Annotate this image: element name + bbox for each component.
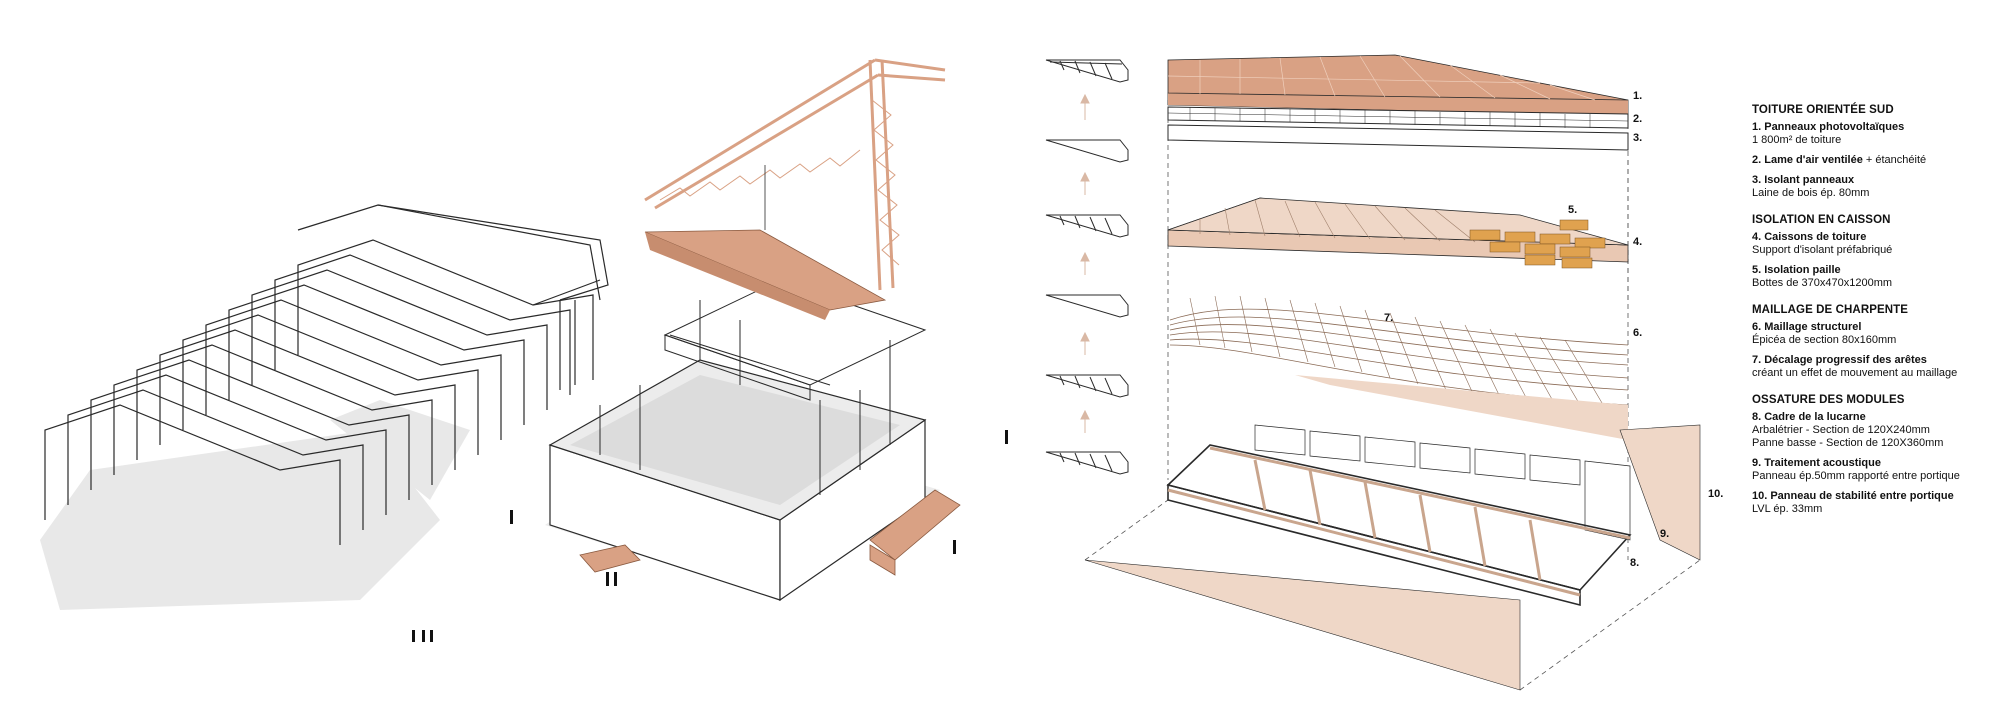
legend-item-8: 8. Cadre de la lucarne Arbalétrier - Sec… bbox=[1752, 411, 1992, 450]
section-title: MAILLAGE DE CHARPENTE bbox=[1752, 304, 1909, 316]
legend: TOITURE ORIENTÉE SUD 1. Panneaux photovo… bbox=[1752, 104, 1992, 530]
item-title: 7. Décalage progressif des arêtes bbox=[1752, 354, 1927, 366]
legend-section-maillage: MAILLAGE DE CHARPENTE 6. Maillage struct… bbox=[1752, 304, 1992, 380]
callout-9: 9. bbox=[1660, 528, 1669, 540]
section-title: OSSATURE DES MODULES bbox=[1752, 394, 1905, 406]
item-title-extra: + étanchéité bbox=[1862, 154, 1927, 166]
item-title: 10. Panneau de stabilité entre portique bbox=[1752, 490, 1954, 502]
exploded-roof bbox=[1084, 54, 1701, 691]
item-title: 8. Cadre de la lucarne bbox=[1752, 411, 1866, 423]
legend-item-10: 10. Panneau de stabilité entre portique … bbox=[1752, 490, 1992, 516]
callout-4: 4. bbox=[1633, 236, 1642, 248]
legend-section-toiture: TOITURE ORIENTÉE SUD 1. Panneaux photovo… bbox=[1752, 104, 1992, 200]
legend-item-3: 3. Isolant panneaux Laine de bois ép. 80… bbox=[1752, 174, 1992, 200]
callout-7: 7. bbox=[1384, 312, 1393, 324]
legend-section-ossature: OSSATURE DES MODULES 8. Cadre de la luca… bbox=[1752, 394, 1992, 516]
module-sequence bbox=[1045, 59, 1129, 475]
legend-item-4: 4. Caissons de toiture Support d'isolant… bbox=[1752, 231, 1992, 257]
callout-10: 10. bbox=[1708, 488, 1723, 500]
item-desc: Panneau ép.50mm rapporté entre portique bbox=[1752, 470, 1960, 482]
callout-6: 6. bbox=[1633, 327, 1642, 339]
callout-8: 8. bbox=[1630, 557, 1639, 569]
callout-1: 1. bbox=[1633, 90, 1642, 102]
construction-site bbox=[412, 58, 1008, 642]
item-desc: LVL ép. 33mm bbox=[1752, 503, 1823, 515]
item-title: 6. Maillage structurel bbox=[1752, 321, 1862, 333]
legend-item-6: 6. Maillage structurel Épicéa de section… bbox=[1752, 321, 1992, 347]
item-desc: Arbalétrier - Section de 120X240mm Panne… bbox=[1752, 424, 1944, 449]
item-title: 9. Traitement acoustique bbox=[1752, 457, 1881, 469]
item-desc: Bottes de 370x470x1200mm bbox=[1752, 277, 1893, 289]
legend-item-2: 2. Lame d'air ventilée + étanchéité bbox=[1752, 154, 1992, 167]
section-title: TOITURE ORIENTÉE SUD bbox=[1752, 104, 1894, 116]
item-title: 2. Lame d'air ventilée + étanchéité bbox=[1752, 154, 1992, 167]
callout-5: 5. bbox=[1568, 204, 1577, 216]
callout-2: 2. bbox=[1633, 113, 1642, 125]
item-desc: Laine de bois ép. 80mm bbox=[1752, 187, 1870, 199]
portal-frames bbox=[44, 204, 609, 545]
item-title-bold: 2. Lame d'air ventilée bbox=[1752, 154, 1863, 166]
item-desc: Support d'isolant préfabriqué bbox=[1752, 244, 1893, 256]
item-title: 5. Isolation paille bbox=[1752, 264, 1841, 276]
legend-item-7: 7. Décalage progressif des arêtes créant… bbox=[1752, 354, 1992, 380]
legend-section-isolation: ISOLATION EN CAISSON 4. Caissons de toit… bbox=[1752, 214, 1992, 290]
item-title: 1. Panneaux photovoltaïques bbox=[1752, 121, 1905, 133]
item-desc: créant un effet de mouvement au maillage bbox=[1752, 367, 1958, 379]
callout-labels: 1. 2. 3. 4. 5. 6. 7. 8. 9. 10. bbox=[1384, 90, 1723, 569]
section-title: ISOLATION EN CAISSON bbox=[1752, 214, 1891, 226]
portal-frames-shadow bbox=[40, 400, 470, 610]
item-desc: Épicéa de section 80x160mm bbox=[1752, 334, 1897, 346]
item-title: 4. Caissons de toiture bbox=[1752, 231, 1867, 243]
legend-item-5: 5. Isolation paille Bottes de 370x470x12… bbox=[1752, 264, 1992, 290]
item-desc: 1 800m² de toiture bbox=[1752, 134, 1842, 146]
item-title: 3. Isolant panneaux bbox=[1752, 174, 1855, 186]
legend-item-9: 9. Traitement acoustique Panneau ép.50mm… bbox=[1752, 457, 1992, 483]
sequence-arrows bbox=[1080, 93, 1090, 433]
callout-3: 3. bbox=[1633, 132, 1642, 144]
legend-item-1: 1. Panneaux photovoltaïques 1 800m² de t… bbox=[1752, 121, 1992, 147]
